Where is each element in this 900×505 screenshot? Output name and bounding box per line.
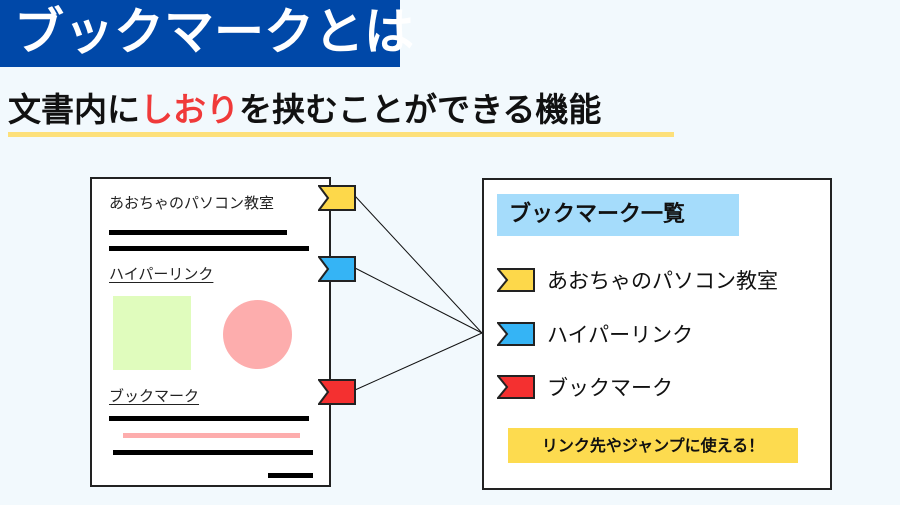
text-line [109,416,309,421]
connector-line [354,267,483,334]
bookmark-item-label: あおちゃのパソコン教室 [547,269,778,293]
image-placeholder-square [113,296,191,370]
image-placeholder-circle [223,300,292,369]
connector-line [354,332,483,391]
bookmark-flag-red-icon [318,379,356,405]
connector-line [354,195,483,334]
text-line [113,450,313,455]
bookmark-flag-yellow-icon [497,268,535,292]
document-title: あおちゃのパソコン教室 [109,194,275,212]
bookmark-flag-yellow-icon [318,185,356,211]
subtitle-part: 文書内に [8,90,140,129]
highlight-line [123,433,300,438]
bookmark-list-title: ブックマーク一覧 [497,194,739,236]
text-line [109,230,287,235]
subtitle-underline [8,132,674,137]
usage-callout: リンク先やジャンプに使える！ [508,428,798,463]
subtitle: 文書内にしおりを挟むことができる機能 [8,88,601,132]
text-line [268,473,313,478]
bookmark-flag-blue-icon [497,322,535,346]
document-illustration: あおちゃのパソコン教室 ハイパーリンク ブックマーク [90,177,331,487]
bookmark-item[interactable]: ハイパーリンク [497,319,693,349]
page-title: ブックマークとは [14,3,414,61]
bookmark-flag-blue-icon [318,256,356,282]
bookmark-list-panel: ブックマーク一覧 あおちゃのパソコン教室 ハイパーリンク ブックマーク リンク先… [482,178,832,490]
title-banner: ブックマークとは [0,0,414,67]
text-line [109,246,309,251]
bookmark-item-label: ブックマーク [547,376,673,400]
document-heading-bookmark: ブックマーク [109,387,200,405]
bookmark-item-label: ハイパーリンク [547,323,694,347]
bookmark-flag-red-icon [497,375,535,399]
document-heading-hyperlink: ハイパーリンク [109,265,214,283]
bookmark-item[interactable]: あおちゃのパソコン教室 [497,265,778,295]
subtitle-highlight: しおり [140,90,239,129]
bookmark-item[interactable]: ブックマーク [497,372,673,402]
subtitle-part: を挟むことができる機能 [239,90,602,129]
